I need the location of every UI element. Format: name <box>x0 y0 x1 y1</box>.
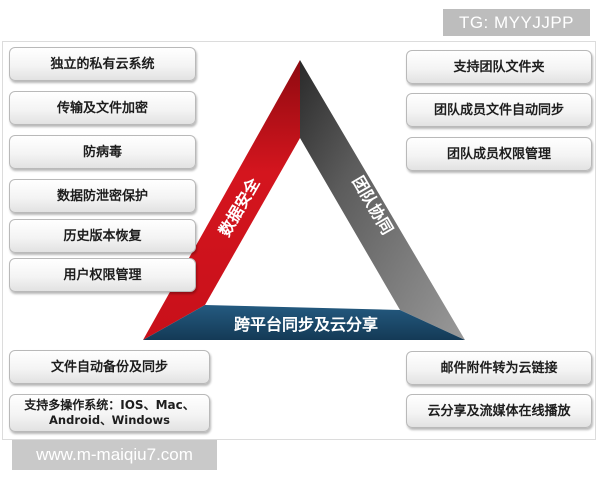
feature-user-permissions: 用户权限管理 <box>9 258 196 292</box>
triangle-right-band <box>300 60 465 340</box>
multi-os-line-1: 支持多操作系统：IOS、Mac、 <box>24 398 195 412</box>
triangle-bottom-label: 跨平台同步及云分享 <box>234 315 378 334</box>
feature-team-folder: 支持团队文件夹 <box>406 50 592 84</box>
watermark-bottom: www.m-maiqiu7.com <box>12 440 217 470</box>
feature-transfer-encryption: 传输及文件加密 <box>9 91 196 125</box>
feature-multi-os-support: 支持多操作系统：IOS、Mac、 Android、Windows <box>9 394 210 432</box>
feature-data-leak-protection: 数据防泄密保护 <box>9 179 196 213</box>
triangle-left-highlight <box>214 150 300 300</box>
feature-cloud-share-streaming: 云分享及流媒体在线播放 <box>406 394 592 428</box>
watermark-top: TG: MYYJJPP <box>443 9 590 36</box>
multi-os-line-2: Android、Windows <box>49 413 170 427</box>
feature-auto-backup-sync: 文件自动备份及同步 <box>9 350 210 384</box>
triangle-bottom-band <box>143 305 465 340</box>
feature-private-cloud: 独立的私有云系统 <box>9 47 196 81</box>
feature-email-attachment-link: 邮件附件转为云链接 <box>406 351 592 385</box>
feature-version-recovery: 历史版本恢复 <box>9 219 196 253</box>
feature-antivirus: 防病毒 <box>9 135 196 169</box>
feature-team-auto-sync: 团队成员文件自动同步 <box>406 93 592 127</box>
feature-team-permissions: 团队成员权限管理 <box>406 137 592 171</box>
